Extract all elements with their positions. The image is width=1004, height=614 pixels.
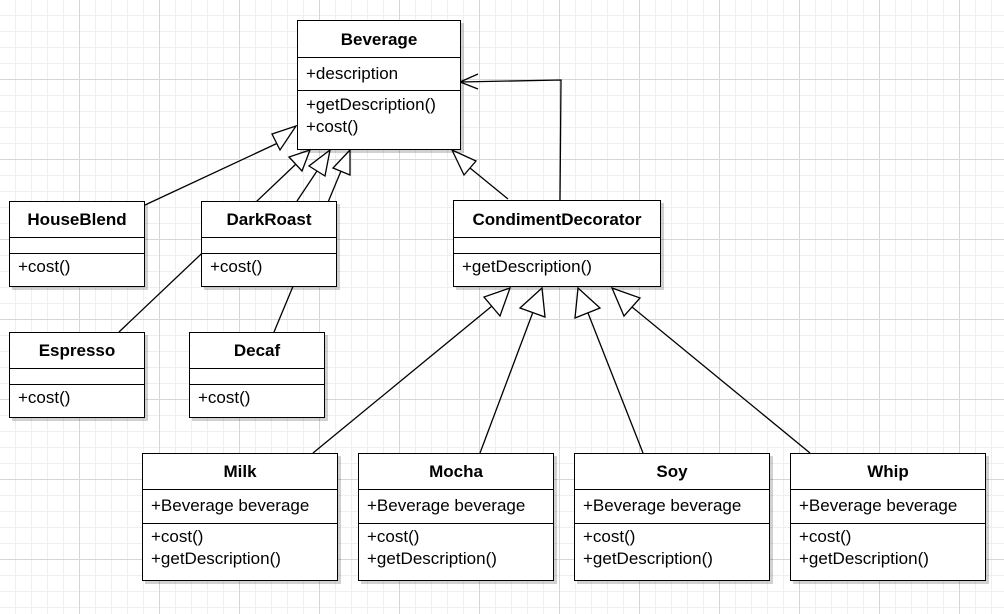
class-name: Decaf [190, 333, 324, 369]
operations-compartment: +getDescription() [454, 256, 660, 278]
mocha-class-box[interactable]: Mocha +Beverage beverage +cost() +getDes… [358, 453, 554, 581]
whip-class-box[interactable]: Whip +Beverage beverage +cost() +getDesc… [790, 453, 986, 581]
attribute: +Beverage beverage [583, 496, 742, 515]
operation: +getDescription() [306, 95, 436, 114]
attributes-compartment: +Beverage beverage [575, 490, 769, 524]
operations-compartment: +cost() +getDescription() [359, 526, 553, 570]
soy-class-box[interactable]: Soy +Beverage beverage +cost() +getDescr… [574, 453, 770, 581]
houseblend-class-box[interactable]: HouseBlend +cost() [9, 201, 145, 287]
generalization-milk-to-condimentdecorator [312, 305, 493, 454]
operation: +cost() [210, 257, 263, 276]
hollow-triangle-arrowhead [610, 286, 642, 318]
operation: +getDescription() [151, 549, 281, 568]
open-arrowhead [458, 73, 479, 90]
operation: +cost() [799, 527, 852, 546]
hollow-triangle-arrowhead [331, 148, 351, 176]
operation: +getDescription() [462, 257, 592, 276]
attributes-compartment: +Beverage beverage [791, 490, 985, 524]
class-name: Whip [791, 454, 985, 490]
operations-compartment: +cost() [190, 387, 324, 409]
operations-compartment: +getDescription() +cost() [298, 91, 460, 138]
hollow-triangle-arrowhead [574, 286, 602, 320]
condimentdecorator-class-box[interactable]: CondimentDecorator +getDescription() [453, 200, 661, 287]
milk-class-box[interactable]: Milk +Beverage beverage +cost() +getDesc… [142, 453, 338, 581]
class-name: DarkRoast [202, 202, 336, 238]
attributes-compartment [202, 238, 336, 254]
class-name: Beverage [298, 21, 460, 58]
hollow-triangle-arrowhead [307, 148, 331, 178]
operations-compartment: +cost() [10, 387, 144, 409]
hollow-triangle-arrowhead [482, 286, 512, 318]
operation: +cost() [151, 527, 204, 546]
attribute: +description [306, 64, 399, 83]
class-name: HouseBlend [10, 202, 144, 238]
operation: +cost() [18, 257, 71, 276]
operations-compartment: +cost() [202, 256, 336, 278]
operation: +getDescription() [583, 549, 713, 568]
generalization-darkroast-to-beverage [296, 170, 318, 202]
beverage-class-box[interactable]: Beverage +description +getDescription() … [297, 20, 461, 150]
class-name: CondimentDecorator [454, 201, 660, 238]
generalization-mocha-to-condimentdecorator [479, 311, 534, 454]
operation: +cost() [583, 527, 636, 546]
attributes-compartment [190, 369, 324, 385]
operation: +cost() [367, 527, 420, 546]
generalization-whip-to-condimentdecorator [631, 306, 811, 454]
generalization-condimentdecorator-to-beverage [469, 167, 509, 200]
class-name: Espresso [10, 333, 144, 369]
operation: +getDescription() [367, 549, 497, 568]
class-name: Mocha [359, 454, 553, 490]
operations-compartment: +cost() [10, 256, 144, 278]
attributes-compartment: +Beverage beverage [359, 490, 553, 524]
attribute: +Beverage beverage [799, 496, 958, 515]
hollow-triangle-arrowhead [450, 148, 478, 177]
espresso-class-box[interactable]: Espresso +cost() [9, 332, 145, 418]
hollow-triangle-arrowhead [271, 124, 298, 152]
operation: +cost() [18, 388, 71, 407]
operation: +getDescription() [799, 549, 929, 568]
generalization-houseblend-to-beverage [144, 141, 281, 206]
attribute: +Beverage beverage [367, 496, 526, 515]
class-name: Milk [143, 454, 337, 490]
attributes-compartment: +Beverage beverage [143, 490, 337, 524]
hollow-triangle-arrowhead [287, 148, 312, 173]
association-condiment-decorator-to-beverage [459, 79, 562, 202]
operation: +cost() [198, 388, 251, 407]
operation: +cost() [306, 117, 359, 136]
operations-compartment: +cost() +getDescription() [791, 526, 985, 570]
operations-compartment: +cost() +getDescription() [143, 526, 337, 570]
operations-compartment: +cost() +getDescription() [575, 526, 769, 570]
hollow-triangle-arrowhead [518, 286, 546, 318]
attributes-compartment [10, 238, 144, 254]
decaf-class-box[interactable]: Decaf +cost() [189, 332, 325, 418]
attributes-compartment [454, 238, 660, 254]
attribute: +Beverage beverage [151, 496, 310, 515]
darkroast-class-box[interactable]: DarkRoast +cost() [201, 201, 337, 287]
class-name: Soy [575, 454, 769, 490]
attributes-compartment: +description [298, 58, 460, 91]
generalization-soy-to-condimentdecorator [587, 312, 644, 454]
attributes-compartment [10, 369, 144, 385]
